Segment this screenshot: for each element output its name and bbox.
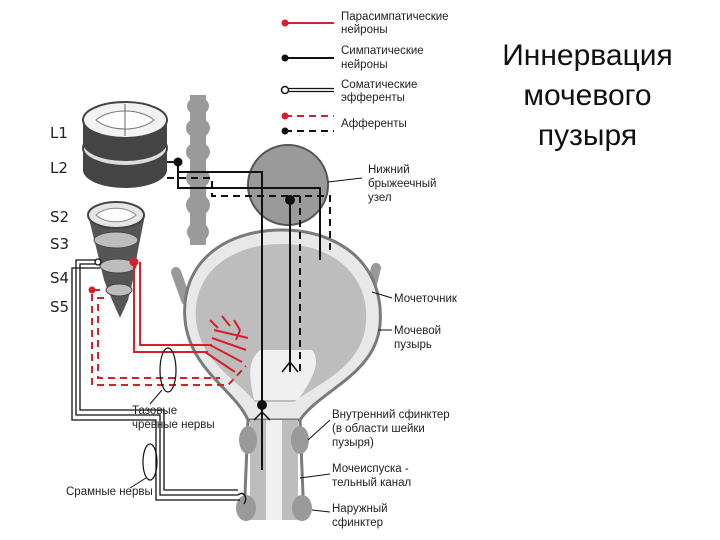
segment-s2: S2 xyxy=(50,208,69,226)
label-bladder-2: пузырь xyxy=(394,339,432,351)
label-external-sphincter-1: Наружный xyxy=(332,503,388,515)
segment-s4: S4 xyxy=(50,269,69,287)
pudendal-nerve-fibers xyxy=(71,258,247,505)
pelvic-nerve-bundle xyxy=(159,347,177,393)
segment-l1: L1 xyxy=(50,124,68,142)
anatomy-labels: Нижний брыжеечный узел Мочеточник Мочево… xyxy=(66,164,458,529)
parasympathetic-afferent-fibers xyxy=(88,286,247,386)
external-sphincter-left xyxy=(236,495,256,521)
spinal-cord-sacral xyxy=(87,201,145,318)
label-urethra-1: Мочеиспуска - xyxy=(332,463,409,475)
label-ganglion-1: Нижний xyxy=(368,164,410,176)
slide-title: Иннервация мочевого пузыря xyxy=(470,36,705,156)
parasympathetic-fibers xyxy=(129,257,249,373)
label-pudendal-nerves: Срамные нервы xyxy=(66,486,153,498)
sympathetic-chain xyxy=(186,95,210,245)
segment-s5: S5 xyxy=(50,298,69,316)
label-ganglion-3: узел xyxy=(368,192,392,204)
label-pelvic-nerves-1: Тазовые xyxy=(132,405,177,417)
bladder xyxy=(183,228,382,521)
legend-item-afferents: Афференты xyxy=(281,112,407,135)
label-internal-sphincter-3: пузыря) xyxy=(332,437,374,449)
legend-text: нейроны xyxy=(341,24,388,36)
label-urethra-2: тельный канал xyxy=(332,477,411,489)
legend-text: Симпатические xyxy=(341,45,424,57)
sympathetic-afferent-fibers xyxy=(167,177,331,372)
label-internal-sphincter-2: (в области шейки xyxy=(332,423,425,435)
inferior-mesenteric-ganglion xyxy=(247,144,329,226)
internal-sphincter-right xyxy=(291,426,309,454)
label-pelvic-nerves-2: чревные нервы xyxy=(132,419,215,431)
spinal-cord-lumbar xyxy=(82,101,168,188)
ureter-left xyxy=(171,267,191,305)
legend-text: Парасимпатические xyxy=(341,11,449,23)
legend-item-parasympathetic: Парасимпатические нейроны xyxy=(281,11,449,36)
title-line-2: мочевого xyxy=(523,79,652,112)
label-internal-sphincter-1: Внутренний сфинктер xyxy=(332,409,450,421)
segment-labels: L1 L2 S2 S3 S4 S5 xyxy=(50,124,69,316)
title-line-3: пузыря xyxy=(537,119,638,152)
legend-text: нейроны xyxy=(341,59,388,71)
segment-s3: S3 xyxy=(50,235,69,253)
title-line-1: Иннервация xyxy=(502,39,673,72)
label-ureter: Мочеточник xyxy=(394,293,458,305)
legend-item-somatic-efferents: Соматические эфференты xyxy=(280,79,417,104)
legend-item-sympathetic: Симпатические нейроны xyxy=(281,45,424,71)
legend-text: Соматические xyxy=(341,79,417,91)
legend-text: Афференты xyxy=(341,118,407,130)
sympathetic-fibers xyxy=(167,157,321,470)
legend: Парасимпатические нейроны Симпатические … xyxy=(280,11,449,135)
label-ganglion-2: брыжеечный xyxy=(368,178,436,190)
external-sphincter-right xyxy=(292,495,312,521)
internal-sphincter-left xyxy=(239,426,257,454)
segment-l2: L2 xyxy=(50,159,68,177)
pudendal-nerve-bundle xyxy=(142,443,158,481)
label-bladder-1: Мочевой xyxy=(394,325,441,337)
legend-text: эфференты xyxy=(341,92,405,104)
label-external-sphincter-2: сфинктер xyxy=(332,517,383,529)
